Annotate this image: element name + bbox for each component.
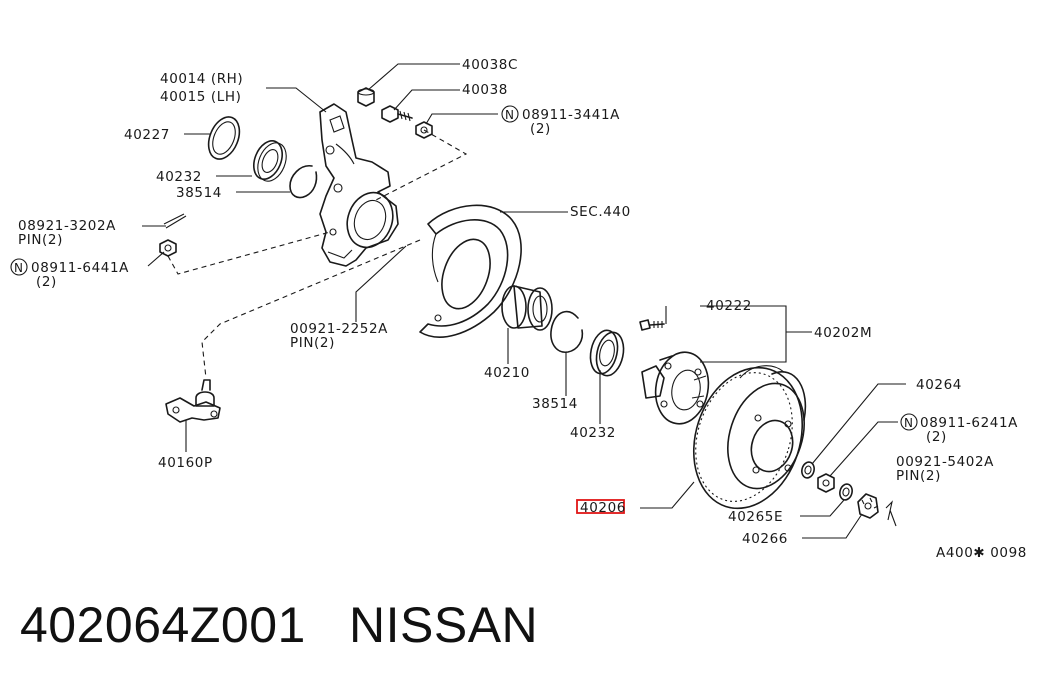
label-38514-bottom: 38514: [532, 396, 578, 412]
assembly-dashed-lines: [167, 129, 468, 379]
label-40038: 40038: [462, 82, 508, 98]
caption-brand: NISSAN: [349, 597, 539, 653]
label-40038c: 40038C: [462, 57, 518, 73]
label-40266: 40266: [742, 531, 788, 547]
seal-40227: [207, 116, 241, 160]
label-40227: 40227: [124, 127, 170, 143]
snap-ring-38514-bottom: [550, 310, 584, 353]
label-08911-3441a-qty: (2): [530, 121, 551, 137]
label-40222: 40222: [706, 298, 752, 314]
highlight-box-40206: [576, 499, 625, 514]
label-00921-5402a: 00921-5402A: [896, 454, 994, 470]
label-40014: 40014 (RH): [160, 71, 243, 87]
n-symbol-08911-3441a: N: [501, 105, 519, 123]
label-08911-6241a: 08911-6241A: [920, 415, 1018, 431]
leader-lines: [142, 63, 906, 539]
label-08911-6241a-qty: (2): [926, 429, 947, 445]
label-40202m: 40202M: [814, 325, 872, 341]
label-08921-3202a-qty: PIN(2): [18, 232, 63, 248]
n-symbol-text: N: [505, 108, 515, 122]
wheel-bolt-40222: [639, 319, 665, 331]
label-40206: 40206: [580, 500, 626, 516]
nut-08911-6241a: [817, 473, 835, 493]
wheel-hub-40202m: [641, 351, 710, 425]
caption-gap: [306, 597, 349, 653]
steering-knuckle: [319, 103, 399, 267]
n-symbol-text: N: [904, 416, 914, 430]
seal-40232-bottom: [589, 329, 625, 377]
n-symbol-08911-6441a: N: [10, 258, 28, 276]
dust-shield-sec440: [419, 204, 522, 338]
label-00921-2252a: 00921-2252A: [290, 321, 388, 337]
nut-40038c: [357, 87, 375, 107]
pin-00921-5402a: [885, 500, 897, 527]
label-40210: 40210: [484, 365, 530, 381]
label-00921-5402a-qty: PIN(2): [896, 468, 941, 484]
snap-ring-38514-top: [289, 165, 318, 199]
wheel-bearing-40210: [501, 285, 553, 331]
part-labels: 40014 (RH) 40015 (LH) 40038C 40038 08911…: [18, 57, 1027, 561]
label-40265e: 40265E: [728, 509, 783, 525]
n-symbol-08911-6241a: N: [900, 413, 918, 431]
pin-08921-3202a: [163, 213, 187, 229]
nut-08911-3441a: [415, 121, 433, 139]
label-40015: 40015 (LH): [160, 89, 241, 105]
label-08911-6441a: 08911-6441A: [31, 260, 129, 276]
washer-40264: [801, 461, 815, 479]
label-38514-top: 38514: [176, 185, 222, 201]
bolt-40038: [381, 105, 413, 123]
caption-part-number: 402064Z001: [20, 597, 306, 653]
n-symbol-text: N: [14, 261, 24, 275]
brake-rotor-40206: [692, 365, 807, 510]
label-40160p: 40160P: [158, 455, 213, 471]
label-08911-3441a: 08911-3441A: [522, 107, 620, 123]
label-40232-top: 40232: [156, 169, 202, 185]
nut-08911-6441a: [159, 239, 177, 257]
nut-40266: [857, 493, 879, 519]
label-40232-bottom: 40232: [570, 425, 616, 441]
label-08911-6441a-qty: (2): [36, 274, 57, 290]
label-sec440: SEC.440: [570, 204, 631, 220]
washer-40265e: [839, 483, 853, 501]
ball-joint-40160p: [165, 379, 221, 423]
diagram-code: A400✱ 0098: [936, 545, 1027, 561]
label-40264: 40264: [916, 377, 962, 393]
label-00921-2252a-qty: PIN(2): [290, 335, 335, 351]
label-08921-3202a: 08921-3202A: [18, 218, 116, 234]
seal-40232-top: [253, 140, 287, 182]
caption: 402064Z001 NISSAN: [20, 596, 538, 654]
